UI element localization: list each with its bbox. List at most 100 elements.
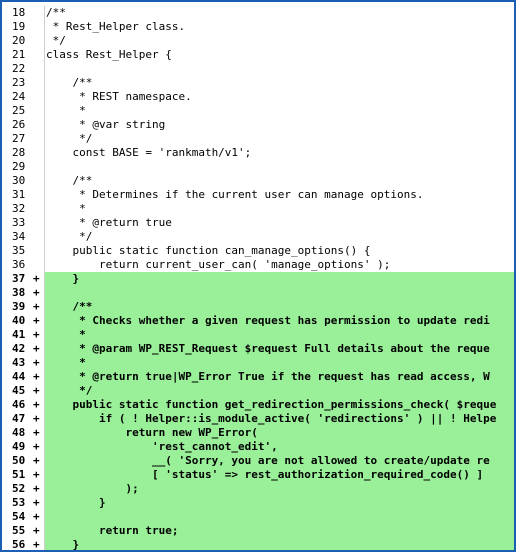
added-code-line: 42+ * @param WP_REST_Request $request Fu… [2, 342, 514, 356]
line-text: class Rest_Helper { [46, 48, 172, 61]
line-gutter: 31 [2, 188, 45, 202]
line-number: 20 [12, 34, 26, 47]
diff-marker: + [33, 398, 40, 411]
line-gutter: 41+ [2, 328, 45, 342]
diff-marker: + [33, 272, 40, 285]
line-number: 54 [12, 510, 26, 523]
line-text: * @var string [46, 118, 166, 131]
line-number: 33 [12, 216, 26, 229]
code-line: 21 class Rest_Helper { [2, 48, 514, 62]
line-gutter: 37+ [2, 272, 45, 286]
added-code-line: 45+ */ [2, 384, 514, 398]
added-code-line: 53+ } [2, 496, 514, 510]
line-number: 39 [12, 300, 26, 313]
line-text: */ [46, 34, 66, 47]
code-line: 20 */ [2, 34, 514, 48]
line-gutter: 33 [2, 216, 45, 230]
diff-marker: + [33, 426, 40, 439]
line-gutter: 51+ [2, 468, 45, 482]
line-number: 21 [12, 48, 26, 61]
line-gutter: 39 + [2, 300, 45, 314]
diff-marker: + [33, 482, 40, 495]
line-text: */ [46, 230, 93, 243]
line-gutter: 26 [2, 118, 45, 132]
diff-marker: + [33, 538, 40, 551]
line-text: return true; [45, 524, 514, 538]
added-code-line: 43+ * [2, 356, 514, 370]
diff-marker: + [33, 370, 40, 383]
line-number: 43 [12, 356, 26, 369]
line-text: * [46, 104, 86, 117]
line-gutter: 25 [2, 104, 45, 118]
line-gutter: 55+ [2, 524, 45, 538]
line-gutter: 34 [2, 230, 45, 244]
line-gutter: 27 [2, 132, 45, 146]
line-gutter: 50+ [2, 454, 45, 468]
line-number: 56 [12, 538, 26, 551]
line-gutter: 21 [2, 48, 45, 62]
line-number: 29 [12, 160, 26, 173]
line-number: 22 [12, 62, 26, 75]
line-text [45, 62, 514, 76]
line-number: 24 [12, 90, 26, 103]
code-line: 22 [2, 62, 514, 76]
line-text: public static function can_manage_option… [46, 244, 371, 257]
diff-marker: + [33, 328, 40, 341]
diff-marker: + [33, 314, 40, 327]
line-number: 38 [12, 286, 26, 299]
diff-marker: + [33, 496, 40, 509]
line-gutter: 40 + [2, 314, 45, 328]
code-line: 26 * @var string [2, 118, 514, 132]
line-text: * @param WP_REST_Request $request Full d… [45, 342, 514, 356]
line-text: __( 'Sorry, you are not allowed to creat… [45, 454, 514, 468]
diff-marker: + [33, 524, 40, 537]
diff-marker: + [33, 412, 40, 425]
code-line: 29 [2, 160, 514, 174]
added-code-line: 52 + ); [2, 482, 514, 496]
added-code-line: 38+ [2, 286, 514, 300]
line-number: 52 [12, 482, 26, 495]
line-text: ); [45, 482, 514, 496]
line-text: * [45, 328, 514, 342]
line-gutter: 29 [2, 160, 45, 174]
diff-marker: + [33, 300, 40, 313]
line-number: 31 [12, 188, 26, 201]
line-number: 30 [12, 174, 26, 187]
line-number: 40 [12, 314, 26, 327]
line-gutter: 49 + [2, 440, 45, 454]
code-line: 30 /** [2, 174, 514, 188]
line-text: } [45, 272, 514, 286]
line-gutter: 47+ [2, 412, 45, 426]
line-number: 34 [12, 230, 26, 243]
diff-marker: + [33, 440, 40, 453]
line-text: * [46, 202, 86, 215]
line-number: 35 [12, 244, 26, 257]
code-line: 28 const BASE = 'rankmath/v1'; [2, 146, 514, 160]
line-text: /** [46, 174, 93, 187]
code-line: 31 * Determines if the current user can … [2, 188, 514, 202]
added-code-line: 47+ if ( ! Helper::is_module_active( 're… [2, 412, 514, 426]
code-line: 24 * REST namespace. [2, 90, 514, 104]
line-gutter: 30 [2, 174, 45, 188]
line-number: 45 [12, 384, 26, 397]
line-text: if ( ! Helper::is_module_active( 'redire… [45, 412, 514, 426]
code-line: 32 * [2, 202, 514, 216]
line-gutter: 28 [2, 146, 45, 160]
added-code-line: 48+ return new WP_Error( [2, 426, 514, 440]
added-code-line: 44+ * @return true|WP_Error True if the … [2, 370, 514, 384]
diff-marker: + [33, 454, 40, 467]
added-code-line: 49+ 'rest_cannot_edit', [2, 440, 514, 454]
line-number: 48 [12, 426, 26, 439]
line-gutter: 48 + [2, 426, 45, 440]
line-number: 25 [12, 104, 26, 117]
line-gutter: 42+ [2, 342, 45, 356]
code-line: 25 * [2, 104, 514, 118]
added-code-line: 41+ * [2, 328, 514, 342]
line-gutter: 56 + [2, 538, 45, 551]
code-line: 33 * @return true [2, 216, 514, 230]
line-number: 49 [12, 440, 26, 453]
line-gutter: 43+ [2, 356, 45, 370]
added-code-line: 54+ [2, 510, 514, 524]
line-text: * Checks whether a given request has per… [45, 314, 514, 328]
